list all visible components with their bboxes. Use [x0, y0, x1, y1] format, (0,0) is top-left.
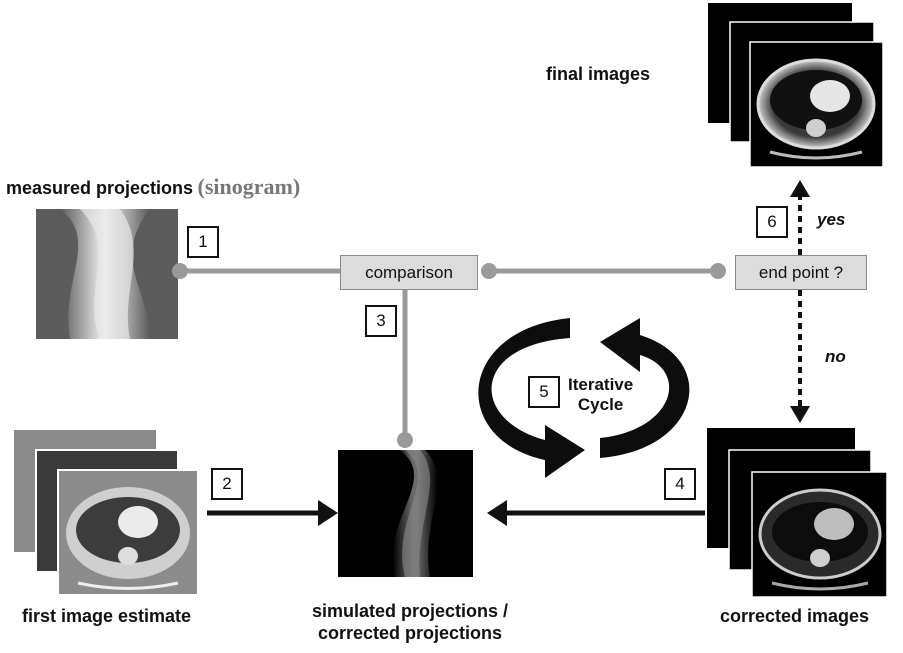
step-6-box: 6: [756, 206, 788, 238]
iterative-cycle-line2: Cycle: [577, 395, 624, 414]
simulated-projections-line1: simulated projections /: [311, 601, 509, 621]
step-3-box: 3: [365, 305, 397, 337]
final-images-stack: [708, 3, 884, 168]
corrected-images-stack: [707, 428, 888, 598]
iterative-cycle-label: Iterative Cycle: [568, 375, 633, 415]
iterative-cycle-line1: Iterative: [568, 375, 634, 394]
simulated-projections-image: [338, 450, 473, 577]
step-5-box: 5: [528, 376, 560, 408]
dotted-arrows: [790, 180, 810, 423]
simulated-projections-caption: simulated projections / corrected projec…: [290, 600, 530, 644]
step-4-box: 4: [664, 468, 696, 500]
step-2-box: 2: [211, 468, 243, 500]
no-label: no: [825, 347, 846, 366]
comparison-box: comparison: [340, 255, 478, 290]
end-point-box: end point ?: [735, 255, 867, 290]
first-image-estimate-label: first image estimate: [22, 606, 192, 626]
final-images-label: final images: [546, 64, 651, 84]
sinogram-note: (sinogram): [197, 174, 301, 199]
step-1-box: 1: [187, 226, 219, 258]
first-image-estimate-stack: [14, 430, 199, 596]
connector-lines: [172, 263, 726, 448]
iterative-cycle-ring: [478, 318, 690, 478]
corrected-images-label: corrected images: [720, 606, 870, 626]
measured-projections-heading: measured projections (sinogram): [6, 174, 300, 200]
measured-projections-label: measured projections: [6, 178, 194, 198]
yes-label: yes: [817, 210, 846, 229]
flow-arrows: [207, 500, 705, 526]
sinogram-image: [36, 209, 178, 339]
simulated-projections-line2: corrected projections: [317, 623, 503, 643]
